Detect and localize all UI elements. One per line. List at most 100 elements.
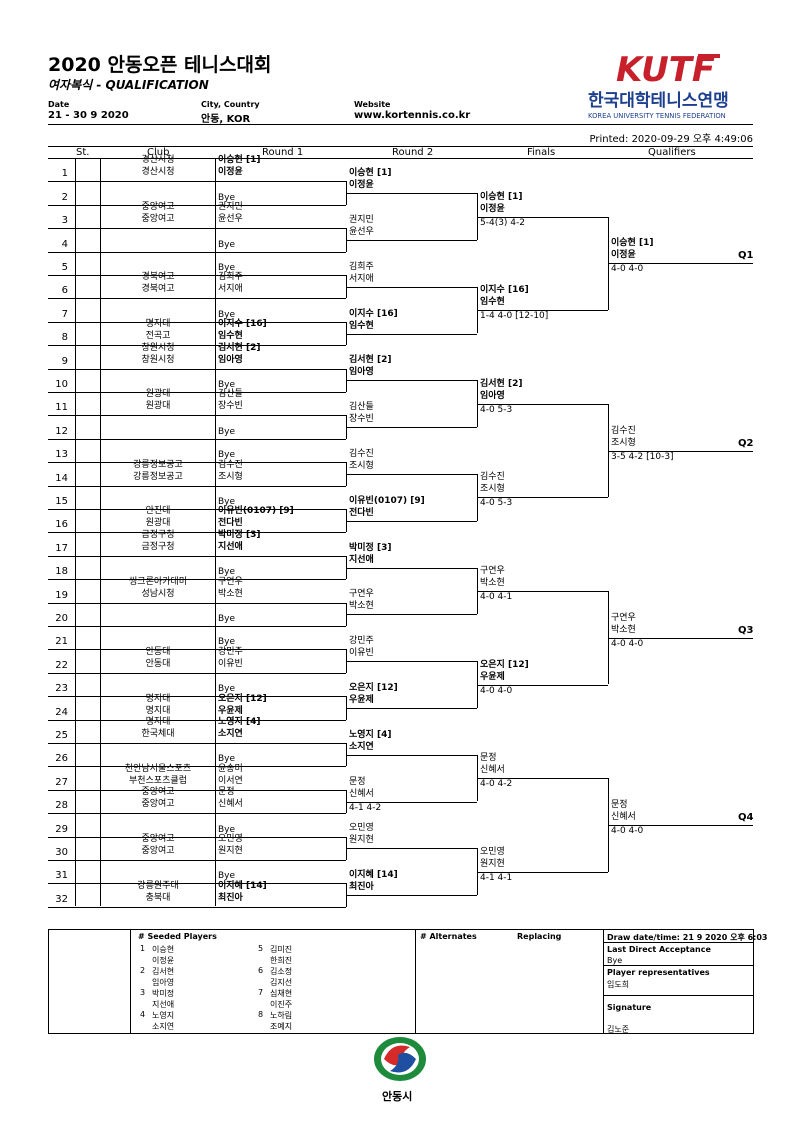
- club-name: 경산시청: [141, 167, 175, 178]
- player-name: 임수현: [349, 320, 374, 331]
- draw-position: 4: [61, 238, 68, 250]
- player-name: 권지민: [218, 202, 243, 213]
- player-name: 오은지 [12]: [218, 693, 267, 704]
- match-score: 4-0 4-0: [480, 685, 513, 696]
- player-name: Bye: [218, 637, 236, 648]
- seed-player: 박미정: [152, 989, 175, 998]
- player-name: 김수진: [218, 459, 243, 470]
- club-name: 원광대: [145, 389, 171, 400]
- seed-player: 이정윤: [152, 956, 175, 965]
- seed-player: 조예지: [270, 1022, 293, 1031]
- club-name: 원광대: [145, 518, 171, 529]
- player-name: 임수현: [218, 331, 243, 342]
- match-score: 3-5 4-2 [10-3]: [611, 451, 674, 462]
- draw-position: 31: [55, 870, 68, 882]
- player-name: 구연우: [611, 612, 636, 623]
- player-name: 김산들: [349, 402, 374, 413]
- player-name: 조시형: [611, 437, 636, 448]
- club-name: 충북대: [145, 892, 171, 903]
- player-name: 김희주: [349, 261, 374, 272]
- col-finals: Finals: [527, 147, 556, 158]
- seed-player: 김미진: [270, 945, 293, 954]
- player-name: 윤선우: [349, 226, 374, 237]
- player-name: 신혜서: [611, 811, 636, 822]
- player-name: 김서현 [2]: [218, 342, 261, 353]
- player-name: 신혜서: [218, 799, 243, 810]
- club-name: 성남시청: [141, 588, 175, 599]
- seed-number: 8: [258, 1010, 264, 1019]
- seed-number: 5: [258, 944, 264, 953]
- player-name: 우윤제: [480, 671, 505, 682]
- player-name: 문정: [349, 776, 366, 787]
- player-name: 원지현: [480, 858, 505, 869]
- club-name: 경북여고: [141, 284, 175, 295]
- club-name: 명지대: [145, 319, 171, 330]
- replacing-title: Replacing: [517, 932, 562, 941]
- player-name: 신혜서: [349, 788, 374, 799]
- player-name: 이유빈: [349, 648, 374, 659]
- player-name: 노영지 [4]: [218, 717, 261, 727]
- player-name: 박미정 [3]: [218, 529, 261, 540]
- signature-title: Signature: [607, 1003, 652, 1012]
- club-name: 명지대: [145, 705, 171, 716]
- draw-position: 7: [61, 308, 68, 320]
- player-name: 박소현: [611, 624, 636, 635]
- draw-position: 30: [55, 847, 68, 858]
- club-name: 안동대: [145, 658, 171, 669]
- kutf-logo: KUTF 한국대학테니스연맹 KOREA UNIVERSITY TENNIS F…: [586, 48, 746, 122]
- rep-title: Player representatives: [607, 968, 710, 977]
- club-name: 강릉원주대: [137, 880, 179, 891]
- event-subtitle: 여자복식 - QUALIFICATION: [48, 78, 209, 92]
- player-name: 이유빈(0107) [9]: [349, 495, 425, 506]
- col-seed: St.: [76, 147, 90, 158]
- player-name: Bye: [218, 824, 236, 835]
- player-name: 강민주: [349, 636, 374, 647]
- player-name: Bye: [218, 263, 236, 273]
- match-score: 4-0 5-3: [480, 404, 513, 415]
- seed-player: 김지선: [270, 978, 293, 987]
- player-name: 이지수 [16]: [218, 319, 267, 330]
- seed-number: 3: [140, 988, 146, 997]
- player-name: 이정윤: [480, 203, 505, 214]
- player-name: 오민영: [349, 823, 374, 834]
- player-name: 권지민: [349, 214, 374, 225]
- match-score: 4-0 4-0: [611, 264, 644, 275]
- player-name: Bye: [218, 380, 236, 390]
- club-name: 경산시청: [141, 155, 175, 166]
- player-name: 임수현: [480, 297, 505, 308]
- player-name: 이서연: [218, 775, 243, 786]
- player-name: 신혜서: [480, 765, 505, 776]
- draw-datetime: Draw date/time: 21 9 2020 오후 6:03: [607, 933, 768, 942]
- lda-title: Last Direct Acceptance: [607, 945, 711, 954]
- player-name: 윤선우: [218, 214, 243, 225]
- qualifier-label: Q3: [738, 624, 754, 636]
- player-name: 우윤제: [218, 705, 243, 716]
- col-round1: Round 1: [262, 147, 304, 158]
- player-name: 소지연: [349, 741, 374, 752]
- player-name: 소지연: [218, 729, 243, 739]
- website-label: Website: [354, 100, 391, 109]
- club-name: 중앙여고: [141, 787, 175, 798]
- player-name: 강민주: [218, 646, 243, 657]
- page-title: 2020 안동오픈 테니스대회: [48, 54, 272, 76]
- website-value[interactable]: www.kortennis.co.kr: [354, 110, 471, 121]
- logo-english: KOREA UNIVERSITY TENNIS FEDERATION: [588, 112, 726, 120]
- draw-position: 23: [55, 683, 68, 695]
- player-name: 김수진: [480, 472, 505, 483]
- club-name: 천안남서울스포츠: [124, 763, 192, 774]
- player-name: 박소현: [480, 577, 505, 588]
- city-label: City, Country: [201, 100, 260, 109]
- draw-position: 28: [55, 800, 68, 812]
- player-name: 김서현 [2]: [349, 355, 392, 366]
- player-name: 임아영: [218, 354, 243, 365]
- draw-position: 13: [55, 449, 68, 461]
- player-name: 이승현 [1]: [611, 238, 654, 249]
- player-name: Bye: [218, 754, 236, 765]
- draw-position: 8: [61, 332, 68, 344]
- rep-value: 임도희: [607, 980, 630, 989]
- seed-player: 이진주: [270, 1000, 293, 1009]
- player-name: 이지수 [16]: [480, 285, 529, 296]
- match-score: 4-0 4-2: [480, 779, 513, 790]
- draw-position: 20: [55, 613, 68, 624]
- player-name: 김희주: [218, 272, 243, 283]
